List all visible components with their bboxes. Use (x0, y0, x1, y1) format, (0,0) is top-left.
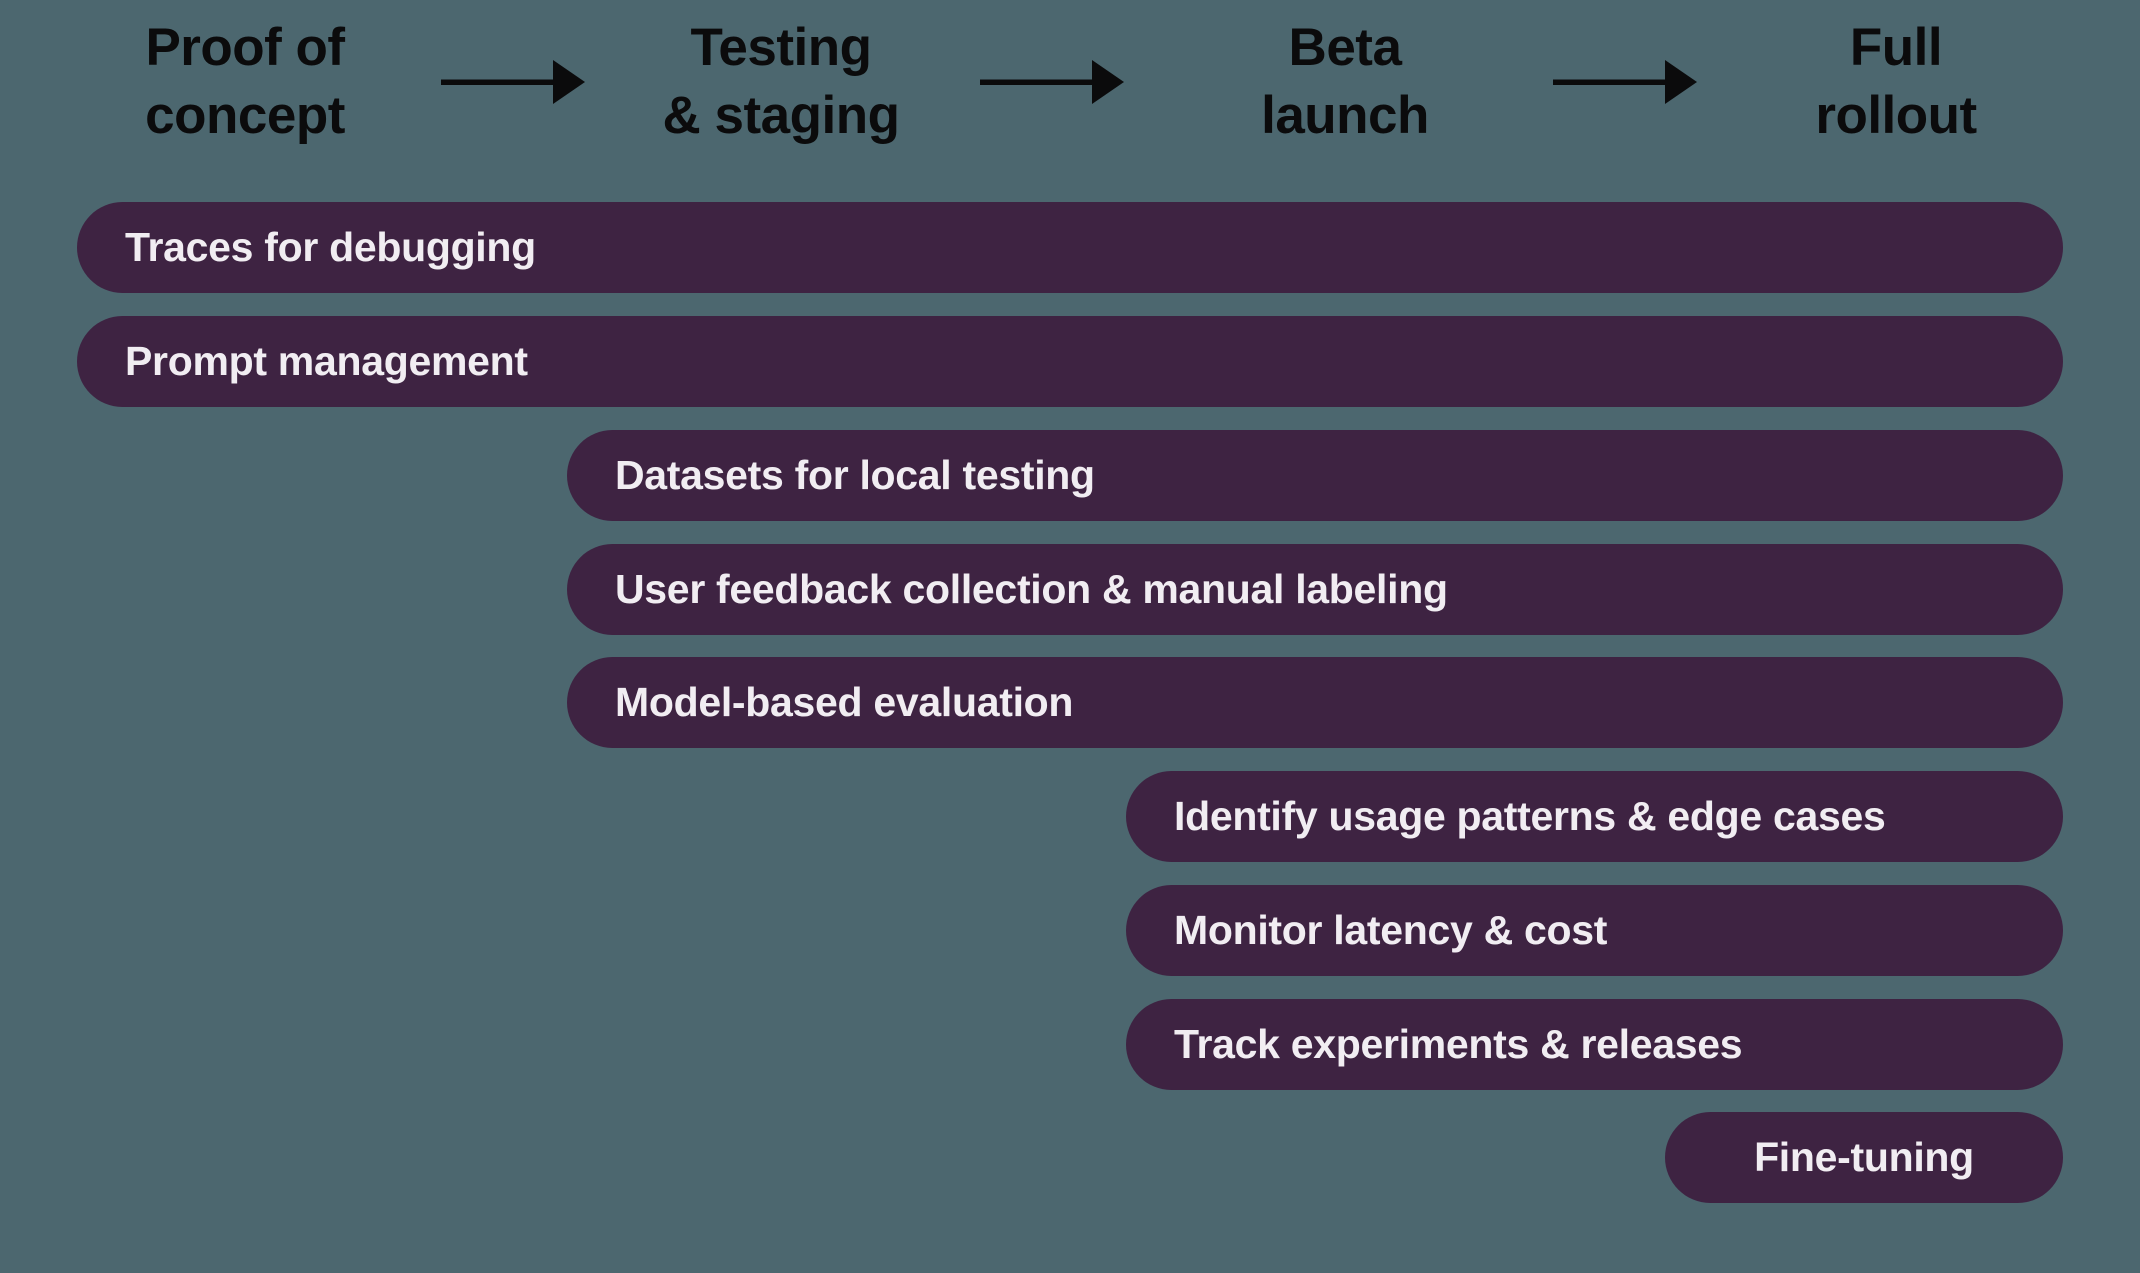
timeline-bar: Prompt management (77, 316, 2063, 407)
flow-arrow-icon (1553, 58, 1698, 106)
stage-label-line: Beta (1288, 18, 1402, 77)
timeline-bar-label: Monitor latency & cost (1174, 907, 1608, 953)
timeline-bar: Monitor latency & cost (1126, 885, 2063, 976)
timeline-bar-label: Track experiments & releases (1174, 1021, 1743, 1067)
timeline-bar: Datasets for local testing (567, 430, 2063, 521)
timeline-bar: Track experiments & releases (1126, 999, 2063, 1090)
stage-label-beta-launch: Beta launch (1095, 14, 1595, 150)
stage-label-line: Testing (690, 18, 872, 77)
timeline-bar: Identify usage patterns & edge cases (1126, 771, 2063, 862)
timeline-bar-label: Model-based evaluation (615, 679, 1074, 725)
timeline-bar-label: User feedback collection & manual labeli… (615, 566, 1448, 612)
stage-label-proof-of-concept: Proof of concept (0, 14, 495, 150)
timeline-bar: User feedback collection & manual labeli… (567, 544, 2063, 635)
stage-label-line: concept (145, 86, 345, 145)
stage-label-line: Full (1849, 18, 1943, 77)
timeline-bar-label: Prompt management (125, 338, 528, 384)
timeline-bar: Model-based evaluation (567, 657, 2063, 748)
flow-arrow-icon (441, 58, 586, 106)
timeline-bar: Fine-tuning (1665, 1112, 2063, 1203)
stage-label-line: rollout (1815, 86, 1977, 145)
stage-label-line: Proof of (145, 18, 345, 77)
timeline-bar-label: Datasets for local testing (615, 452, 1095, 498)
stage-label-full-rollout: Full rollout (1646, 14, 2140, 150)
stage-label-line: & staging (662, 86, 900, 145)
stage-label-line: launch (1261, 86, 1429, 145)
stage-label-testing-staging: Testing & staging (531, 14, 1031, 150)
timeline-bar: Traces for debugging (77, 202, 2063, 293)
timeline-bar-label: Identify usage patterns & edge cases (1174, 793, 1886, 839)
timeline-bar-label: Traces for debugging (125, 224, 536, 270)
timeline-bar-label: Fine-tuning (1754, 1134, 1974, 1180)
flow-arrow-icon (980, 58, 1125, 106)
